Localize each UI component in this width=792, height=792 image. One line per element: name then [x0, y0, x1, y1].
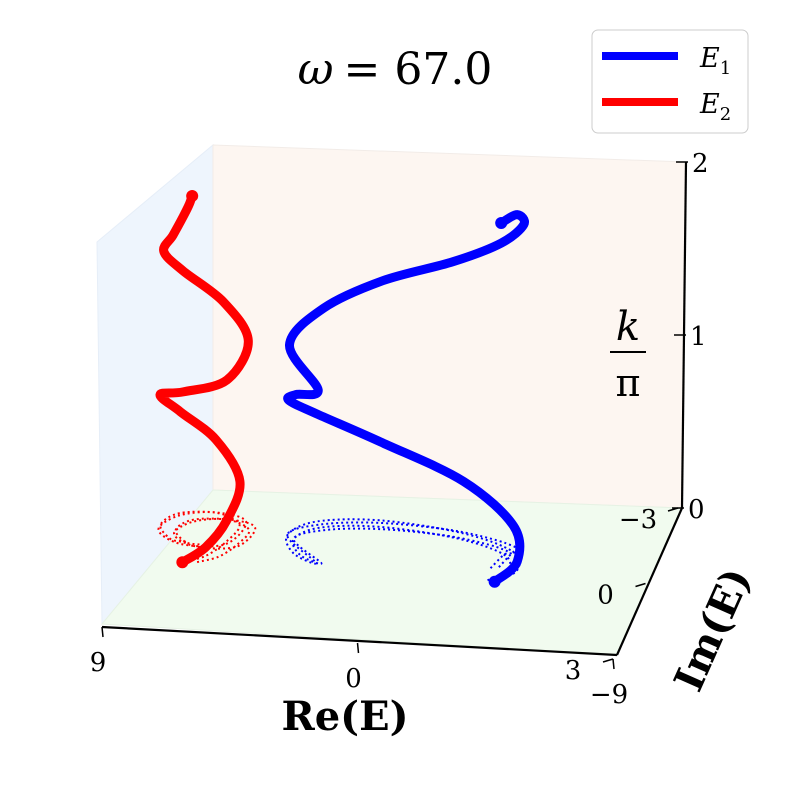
curve-e2 — [155, 191, 253, 567]
z-tick-label: 2 — [692, 149, 709, 179]
curve-e1 — [283, 210, 529, 587]
y-tick-mark — [635, 582, 646, 588]
z-tick-label: 0 — [688, 495, 705, 525]
x-tick-mark — [356, 642, 360, 654]
y-axis-line — [615, 507, 684, 656]
y-axis-label: Im(E) — [665, 561, 761, 698]
x-tick-label: 0 — [345, 664, 362, 694]
curves — [155, 189, 529, 588]
legend-label-e1: E1 — [699, 43, 731, 79]
svg-text:π: π — [616, 361, 641, 405]
x-tick-label: −9 — [590, 680, 628, 710]
floor-projection-e1 — [285, 518, 522, 583]
floor-projections — [157, 510, 522, 583]
x-axis-line — [101, 625, 618, 657]
z-axis-label: k π — [610, 304, 646, 405]
floor-projection-e2 — [157, 510, 248, 564]
y-tick-label: 0 — [597, 581, 614, 611]
x-axis-label: Re(E) — [281, 693, 408, 740]
z-tick-label: 1 — [690, 322, 707, 352]
y-tick-label: 3 — [565, 656, 582, 686]
floor-projection-inner-e1 — [291, 524, 512, 582]
y-tick-label: −3 — [619, 505, 657, 535]
marker-end-e1 — [495, 217, 508, 230]
marker-start-e2 — [176, 556, 189, 569]
x-tick-label: 9 — [90, 648, 107, 678]
y-tick-mark — [602, 658, 614, 663]
chart-title: ω= 67.0 — [298, 44, 493, 95]
ticks: 9 0 −9 −3 0 3 0 1 2 — [90, 149, 709, 710]
x-tick-mark — [101, 626, 104, 638]
svg-text:k: k — [616, 304, 640, 350]
marker-start-e1 — [488, 575, 501, 588]
legend-label-e2: E2 — [699, 89, 731, 125]
legend: E1 E2 — [591, 29, 749, 134]
x-tick-mark — [612, 658, 615, 670]
marker-end-e2 — [186, 189, 199, 202]
